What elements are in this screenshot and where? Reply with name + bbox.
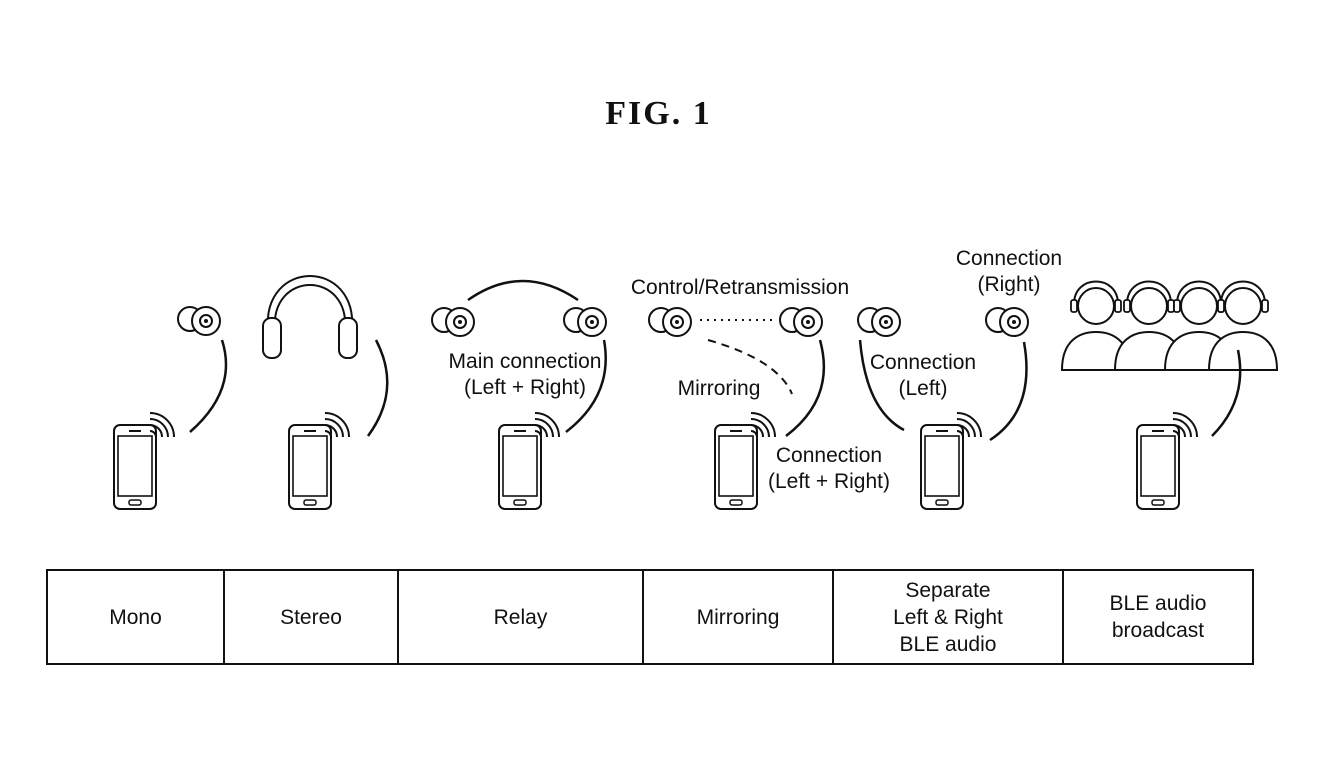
earbud-icon <box>431 307 475 337</box>
cell-text: broadcast <box>1111 619 1205 642</box>
connection-right-label: Connection (Right) <box>946 246 1072 298</box>
mirroring-connection-label: Connection (Left + Right) <box>758 443 900 495</box>
wireless-signal-icon <box>534 412 560 438</box>
cell-text: Separate <box>905 578 991 602</box>
mirroring-label: Mirroring <box>677 377 761 400</box>
cell-text: Stereo <box>280 605 342 629</box>
cell-text: Relay <box>493 605 548 629</box>
smartphone-icon <box>714 424 758 510</box>
mirroring-group <box>648 307 826 510</box>
connection-right-arc <box>989 341 1028 442</box>
cell-text: Mirroring <box>696 605 780 629</box>
broadcast-group <box>1061 280 1278 510</box>
smartphone-icon <box>113 424 157 510</box>
mode-table: Mono Stereo Relay Mirroring Separate Lef… <box>46 569 1254 665</box>
mode-cell-mono: Mono <box>48 571 225 663</box>
figure-title: FIG. 1 <box>605 95 712 132</box>
wireless-signal-icon <box>149 412 175 438</box>
mode-cell-relay: Relay <box>399 571 644 663</box>
label-line: Connection <box>869 351 977 374</box>
wireless-signal-icon <box>750 412 776 438</box>
stereo-group <box>262 275 389 510</box>
label-line: (Right) <box>977 273 1041 296</box>
cell-text: Mono <box>109 605 162 629</box>
separate-ble-group <box>857 307 1029 510</box>
wireless-signal-icon <box>956 412 982 438</box>
wireless-signal-icon <box>324 412 350 438</box>
relay-group <box>431 279 607 510</box>
label-line: Connection <box>775 444 883 467</box>
earbud-icon <box>779 307 823 337</box>
mode-cell-ble-broadcast: BLE audio broadcast <box>1064 571 1252 663</box>
cell-text: BLE audio <box>899 632 997 656</box>
cell-text: BLE audio <box>1109 592 1207 615</box>
main-connection-arc <box>565 339 607 433</box>
label-line: (Left + Right) <box>464 376 586 399</box>
mode-cell-separate-ble: Separate Left & Right BLE audio <box>834 571 1064 663</box>
earbud-icon <box>648 307 692 337</box>
label-line: (Left) <box>898 377 948 400</box>
wireless-signal-icon <box>1172 412 1198 438</box>
connection-left-label: Connection (Left) <box>860 350 986 402</box>
label-line: Main connection <box>448 350 602 373</box>
connection-arc <box>366 339 389 437</box>
relay-link-arc <box>467 279 579 302</box>
mirroring-dashed-arc <box>707 339 793 395</box>
earbud-icon <box>985 307 1029 337</box>
earbud-icon <box>563 307 607 337</box>
connection-left-arc <box>858 339 905 432</box>
relay-main-connection-label: Main connection (Left + Right) <box>430 349 620 401</box>
label-line: (Left + Right) <box>768 470 890 493</box>
label-line: Connection <box>955 247 1063 270</box>
mode-cell-mirroring: Mirroring <box>644 571 834 663</box>
mono-group <box>113 306 228 510</box>
smartphone-icon <box>288 424 332 510</box>
earbud-icon <box>857 307 901 337</box>
connection-arc <box>189 339 228 433</box>
headphones-icon <box>262 275 358 359</box>
control-retransmission-label: Control/Retransmission <box>630 276 850 299</box>
smartphone-icon <box>1136 424 1180 510</box>
earbud-icon <box>177 306 221 336</box>
mode-cell-stereo: Stereo <box>225 571 399 663</box>
smartphone-icon <box>498 424 542 510</box>
cell-text: Left & Right <box>893 605 1003 629</box>
smartphone-icon <box>920 424 964 510</box>
connection-arc <box>785 339 826 437</box>
broadcast-arc <box>1211 349 1242 437</box>
